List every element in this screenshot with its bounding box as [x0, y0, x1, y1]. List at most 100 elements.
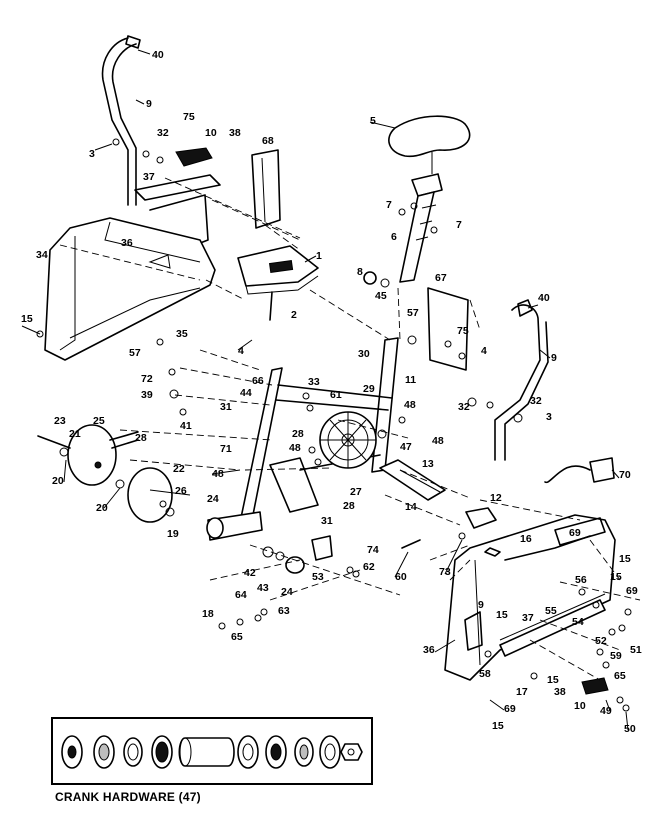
part-label: 47	[400, 441, 412, 453]
part-label: 15	[547, 674, 559, 686]
part-label: 31	[321, 515, 333, 527]
part-label: 53	[312, 571, 324, 583]
part-label: 12	[490, 492, 502, 504]
seat-post	[399, 173, 443, 283]
part-label: 4	[481, 345, 487, 357]
part-label: 54	[572, 616, 584, 628]
part-label: 36	[121, 237, 133, 249]
part-label: 67	[435, 272, 447, 284]
part-label: 40	[152, 49, 164, 61]
part-labels: 40 9 75 32 10 38 3 37 36 34 15 68 5 7 7 …	[21, 49, 642, 735]
assembly-guide-lines	[59, 177, 641, 681]
part-label: 15	[492, 720, 504, 732]
part-label: 20	[52, 475, 64, 487]
part-label: 45	[375, 290, 387, 302]
part-label: 51	[630, 644, 642, 656]
part-label: 75	[457, 325, 469, 337]
part-label: 7	[386, 199, 392, 211]
part-label: 62	[363, 561, 375, 573]
part-label: 44	[240, 387, 252, 399]
console-display	[237, 245, 319, 321]
part-label: 75	[183, 111, 195, 123]
part-label: 37	[143, 171, 155, 183]
part-label: 6	[391, 231, 397, 243]
hardware-fasteners	[36, 138, 632, 712]
part-label: 9	[478, 599, 484, 611]
leader-lines	[21, 49, 629, 731]
part-label: 60	[395, 571, 407, 583]
part-label: 34	[36, 249, 48, 261]
leveler-foot	[262, 546, 305, 574]
part-label: 63	[278, 605, 290, 617]
part-label: 28	[135, 432, 147, 444]
bracket-53	[311, 535, 333, 561]
part-label: 36	[423, 644, 435, 656]
part-label: 20	[96, 502, 108, 514]
part-label: 15	[21, 313, 33, 325]
part-label: 25	[93, 415, 105, 427]
part-label: 26	[175, 485, 187, 497]
part-label: 59	[610, 650, 622, 662]
bolt-60	[401, 539, 421, 549]
part-label: 55	[545, 605, 557, 617]
part-label: 29	[363, 383, 375, 395]
belt-wheel	[127, 467, 191, 523]
part-label: 8	[357, 266, 363, 278]
part-label: 40	[538, 292, 550, 304]
part-label: 58	[479, 668, 491, 680]
part-label: 35	[176, 328, 188, 340]
part-label: 21	[69, 428, 81, 440]
part-label: 65	[231, 631, 243, 643]
part-label: 15	[619, 553, 631, 565]
part-label: 22	[173, 463, 185, 475]
handlebar-pad-left	[175, 147, 213, 167]
part-label: 2	[291, 309, 297, 321]
part-label: 56	[575, 574, 587, 586]
left-handlebar	[101, 35, 141, 206]
part-label: 16	[520, 533, 532, 545]
part-label: 23	[54, 415, 66, 427]
part-label: 43	[257, 582, 269, 594]
left-side-shroud	[44, 217, 216, 361]
part-label: 48	[404, 399, 416, 411]
part-label: 5	[370, 115, 376, 127]
part-label: 69	[626, 585, 638, 597]
part-label: 57	[407, 307, 419, 319]
part-label: 18	[202, 608, 214, 620]
part-label: 37	[522, 612, 534, 624]
part-label: 32	[530, 395, 542, 407]
crank-bearing-parts	[61, 735, 363, 769]
part-label: 11	[405, 374, 416, 386]
part-label: 10	[205, 127, 217, 139]
part-label: 10	[574, 700, 586, 712]
part-label: 68	[262, 135, 274, 147]
part-label: 28	[343, 500, 355, 512]
part-label: 38	[229, 127, 241, 139]
right-lower-bracket	[464, 611, 483, 651]
part-label: 32	[157, 127, 169, 139]
main-frame	[206, 337, 399, 541]
flywheel	[319, 411, 377, 469]
part-label: 15	[610, 571, 622, 583]
part-label: 30	[358, 348, 370, 360]
part-label: 28	[292, 428, 304, 440]
part-label: 73	[439, 566, 451, 578]
part-label: 9	[551, 352, 557, 364]
part-label: 69	[569, 527, 581, 539]
part-label: 1	[316, 250, 322, 262]
part-label: 13	[422, 458, 434, 470]
part-label: 48	[212, 468, 224, 480]
part-label: 17	[516, 686, 528, 698]
part-label: 52	[595, 635, 607, 647]
part-label: 41	[180, 420, 192, 432]
part-label: 31	[220, 401, 232, 413]
seat-knob	[363, 271, 390, 288]
right-frame-plate	[427, 287, 469, 371]
seat	[388, 115, 471, 174]
part-label: 27	[350, 486, 362, 498]
part-label: 66	[252, 375, 264, 387]
power-adapter	[544, 457, 615, 484]
part-label: 61	[330, 389, 342, 401]
part-label: 14	[405, 501, 417, 513]
